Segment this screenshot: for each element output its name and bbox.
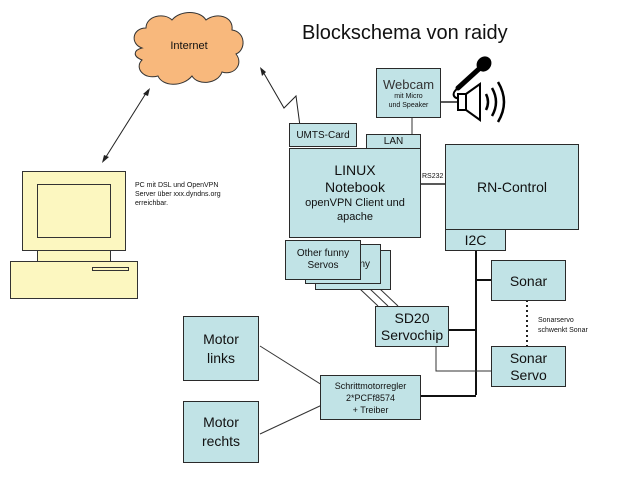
notebook-line: Notebook bbox=[325, 179, 385, 195]
sonar-servo-line: Sonar bbox=[509, 349, 548, 366]
mic-speaker-group bbox=[452, 56, 506, 123]
pc-note-line: erreichbar. bbox=[135, 200, 169, 207]
notebook-line: openVPN Client und bbox=[305, 197, 405, 209]
linux-notebook-box: LINUX Notebook openVPN Client und apache bbox=[289, 148, 421, 238]
stepper-line: 2*PCFf8574 bbox=[345, 392, 396, 403]
servos-line: Servos bbox=[307, 260, 339, 271]
motor-rechts-box: Motor rechts bbox=[183, 401, 259, 463]
pc-note-line: PC mit DSL und OpenVPN bbox=[135, 182, 219, 189]
sonar-note: Sonarservo schwenkt Sonar bbox=[538, 316, 588, 336]
motor-links-box: Motor links bbox=[183, 316, 259, 381]
sonar-note-line: Sonarservo bbox=[538, 317, 574, 324]
microphone-icon bbox=[452, 56, 492, 100]
sonar-note-line: schwenkt Sonar bbox=[538, 327, 588, 334]
stepper-line: Schrittmotorregler bbox=[334, 380, 407, 391]
sd20-line: SD20 bbox=[394, 309, 430, 326]
diagram-title: Blockschema von raidy bbox=[302, 22, 508, 44]
sd20-sonarservo-link bbox=[435, 346, 491, 372]
pc-note-line: Server über xxx.dyndns.org bbox=[135, 191, 221, 198]
webcam-sub: mit Micro bbox=[394, 92, 423, 100]
sonar-label: Sonar bbox=[509, 272, 548, 289]
rn-control-label: RN-Control bbox=[476, 179, 547, 195]
i2c-label: I2C bbox=[464, 232, 487, 248]
sd20-line: Servochip bbox=[380, 326, 444, 343]
sonar-servo-box: Sonar Servo bbox=[491, 346, 566, 387]
lan-label: LAN bbox=[383, 136, 404, 147]
other-servos-box: Other funny Servos bbox=[285, 240, 361, 280]
servo-link-3 bbox=[379, 288, 399, 307]
webcam-sub: und Speaker bbox=[388, 101, 429, 109]
arrowhead-pc bbox=[102, 155, 109, 163]
sonar-servo-line: Servo bbox=[510, 366, 547, 383]
servo-link-1 bbox=[359, 288, 379, 307]
umts-card-box: UMTS-Card bbox=[289, 123, 357, 147]
motor-line: rechts bbox=[201, 433, 241, 449]
motor-line: links bbox=[206, 349, 235, 366]
speaker-icon bbox=[457, 81, 506, 123]
internet-cloud-icon bbox=[133, 12, 244, 85]
servos-line: Other funny bbox=[296, 248, 350, 259]
i2c-box: I2C bbox=[445, 229, 506, 251]
umts-label: UMTS-Card bbox=[296, 129, 350, 141]
motor-rechts-link bbox=[259, 404, 323, 435]
motor-line: Motor bbox=[203, 330, 239, 347]
sd20-servochip-box: SD20 Servochip bbox=[375, 306, 449, 347]
internet-label: Internet bbox=[170, 40, 208, 52]
stepper-line: + Treiber bbox=[352, 404, 389, 415]
notebook-line: apache bbox=[336, 211, 374, 223]
motor-line: Motor bbox=[203, 414, 239, 430]
pc-note: PC mit DSL und OpenVPN Server über xxx.d… bbox=[135, 181, 235, 208]
umts-wireless-link bbox=[261, 69, 301, 127]
pc-internet-link bbox=[103, 89, 149, 161]
stepper-controller-box: Schrittmotorregler 2*PCFf8574 + Treiber bbox=[320, 375, 421, 420]
servo-link-2 bbox=[369, 288, 389, 307]
webcam-box: Webcam mit Micro und Speaker bbox=[376, 68, 441, 118]
arrowhead-umts bbox=[260, 67, 266, 76]
motor-links-link bbox=[259, 345, 323, 386]
webcam-title: Webcam bbox=[382, 76, 435, 92]
lan-box: LAN bbox=[366, 134, 421, 149]
arrowhead-internet bbox=[143, 88, 150, 96]
notebook-line: LINUX bbox=[334, 162, 376, 178]
rs232-label: RS232 bbox=[422, 173, 444, 180]
rn-control-box: RN-Control bbox=[445, 144, 579, 230]
servo-card-fragment: ny bbox=[359, 258, 370, 270]
sonar-box: Sonar bbox=[491, 260, 566, 301]
